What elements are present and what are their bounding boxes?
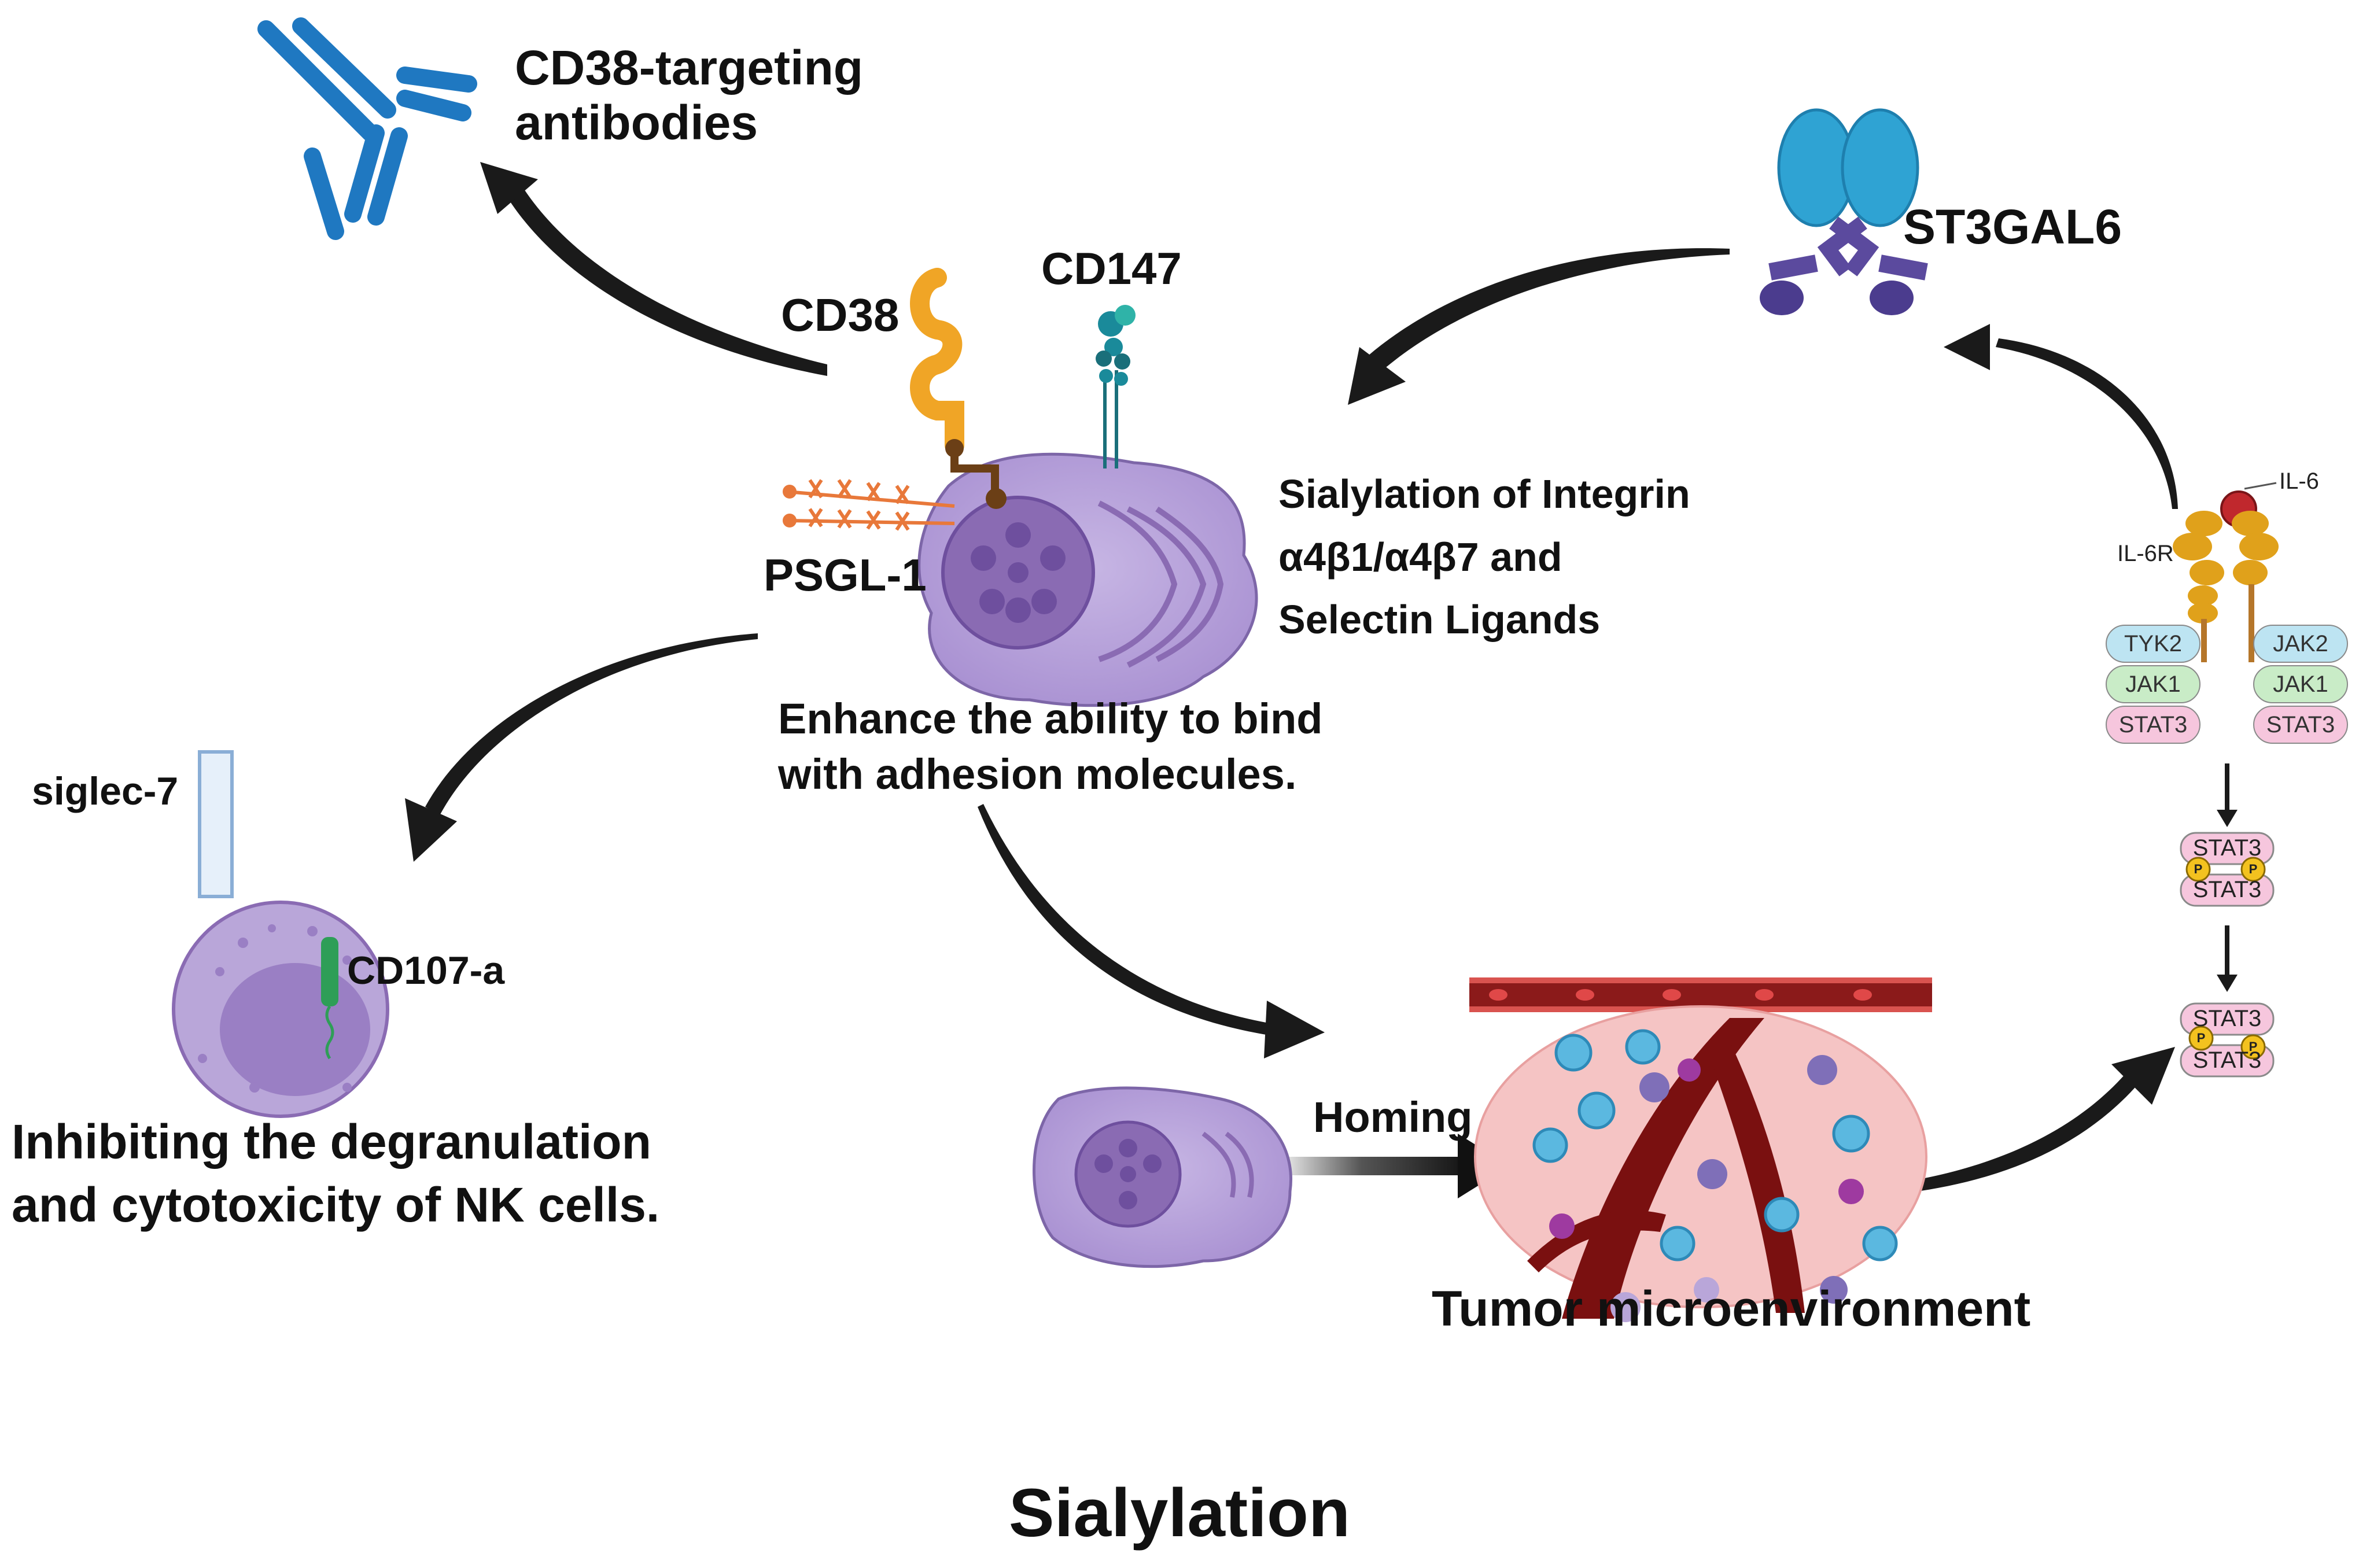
tyk2-pill: TYK2 <box>2106 625 2200 663</box>
cd147-receptor-icon <box>1096 305 1136 468</box>
psgl1-label: PSGL-1 <box>764 549 927 600</box>
arrow-to-nk-cell <box>405 633 758 862</box>
sialylation-integrin-line1: Sialylation of Integrin <box>1278 471 1690 516</box>
nk-effect-label: Inhibiting the degranulation and cytotox… <box>12 1110 659 1237</box>
stat3-dimer1-top-label: STAT3 <box>2192 835 2262 861</box>
stat3-left-pill: STAT3 <box>2106 706 2200 744</box>
stat3-dimer2-bottom-label: STAT3 <box>2192 1047 2262 1073</box>
arrow-to-tumor <box>978 804 1325 1058</box>
il6r-label: IL-6R <box>2117 541 2174 566</box>
antibodies-label-line1: CD38-targeting <box>515 40 864 95</box>
arrow-to-antibodies <box>480 162 827 376</box>
st3gal6-label: ST3GAL6 <box>1903 200 2122 254</box>
stat3-dimer2-top-label: STAT3 <box>2192 1006 2262 1031</box>
cd38-receptor-icon <box>910 268 1007 509</box>
cd107a-icon <box>321 937 338 1006</box>
homing-tumor-cell <box>1033 1086 1292 1268</box>
phospho-label-3: P <box>2196 1031 2206 1045</box>
homing-label: Homing <box>1313 1093 1473 1141</box>
cd38-label: CD38 <box>781 289 900 341</box>
il6-receptor-icon <box>2173 482 2279 662</box>
stat3-right-pill: STAT3 <box>2253 706 2348 744</box>
sialylation-integrin-label: Sialylation of Integrin α4β1/α4β7 and Se… <box>1278 463 1690 651</box>
arrow-il6r-to-st3gal6 <box>1944 324 2178 509</box>
cd107a-label: CD107-a <box>347 949 505 993</box>
cd147-label: CD147 <box>1041 243 1182 294</box>
sialylation-integrin-line3: Selectin Ligands <box>1278 597 1601 642</box>
phospho-label-2: P <box>2249 862 2258 876</box>
tumor-microenvironment-label: Tumor microenvironment <box>1432 1281 2031 1337</box>
stat3-down-arrows <box>2217 763 2238 992</box>
st3gal6-enzyme-icon <box>1760 108 1928 315</box>
stat3-dimer-1 <box>2180 832 2275 907</box>
nk-effect-line1: Inhibiting the degranulation <box>12 1115 651 1169</box>
il6-label: IL-6 <box>2279 468 2319 494</box>
phospho-label-4: P <box>2249 1039 2258 1054</box>
enhance-binding-line2: with adhesion molecules. <box>778 750 1297 799</box>
diagram-title: Sialylation <box>1008 1475 1351 1551</box>
tumor-cell-center <box>917 452 1258 707</box>
arrow-tumor-to-stat3 <box>1782 1047 2175 1199</box>
nk-effect-line2: and cytotoxicity of NK cells. <box>12 1178 660 1233</box>
stat3-dimer-2 <box>2180 1002 2275 1078</box>
jak2-pill: JAK2 <box>2253 625 2348 663</box>
nk-cell <box>172 750 389 1118</box>
siglec7-label: siglec-7 <box>32 769 179 813</box>
enhance-binding-line1: Enhance the ability to bind <box>778 695 1323 743</box>
tumor-microenvironment-icon <box>1469 977 1932 1322</box>
enhance-binding-label: Enhance the ability to bind with adhesio… <box>778 691 1323 802</box>
sialylation-integrin-line2: α4β1/α4β7 and <box>1278 534 1562 580</box>
phospho-label-1: P <box>2194 862 2203 876</box>
antibody-icon <box>257 17 477 240</box>
antibodies-label-line2: antibodies <box>515 95 758 150</box>
jak1-right-pill: JAK1 <box>2253 665 2348 703</box>
antibodies-label: CD38-targeting antibodies <box>515 40 863 150</box>
homing-arrow <box>1273 1134 1510 1198</box>
psgl1-icon <box>783 479 955 531</box>
jak1-left-pill: JAK1 <box>2106 665 2200 703</box>
arrow-from-st3gal6 <box>1348 248 1730 405</box>
siglec7-receptor-icon <box>198 750 234 898</box>
stat3-dimer1-bottom-label: STAT3 <box>2192 877 2262 902</box>
